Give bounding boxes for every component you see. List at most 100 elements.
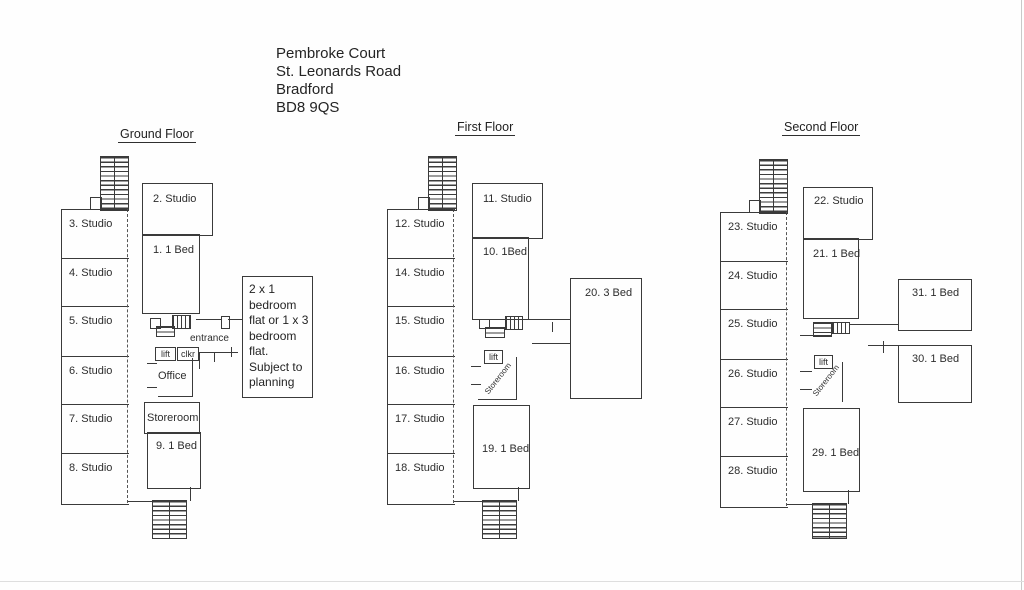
note-line: planning — [249, 375, 295, 389]
floor-title-ground: Ground Floor — [118, 127, 196, 143]
note-line: Subject to — [249, 359, 303, 374]
wall — [214, 352, 215, 362]
floor-title-second: Second Floor — [782, 120, 861, 136]
stair-run — [760, 160, 773, 213]
lift-box: lift — [814, 355, 833, 369]
address-line: BD8 9QS — [276, 99, 340, 116]
stair-landing — [90, 197, 102, 210]
strip-room: 12. Studio — [395, 218, 445, 230]
room-label: 21. 1 Bed — [813, 248, 861, 260]
stair-run — [829, 504, 846, 538]
room-studio: 22. Studio — [803, 187, 873, 240]
room-label: 22. Studio — [814, 195, 864, 207]
lift-box: lift — [484, 350, 503, 364]
room-one-bed: 21. 1 Bed — [803, 238, 861, 319]
wall — [128, 501, 152, 502]
wall — [842, 362, 843, 402]
wall — [516, 357, 517, 400]
wall — [800, 389, 812, 390]
wall — [147, 387, 157, 388]
stairwell — [812, 503, 847, 539]
room-studio: 11. Studio — [472, 183, 543, 239]
room-label: 20. 3 Bed — [585, 287, 633, 299]
room-label: 29. 1 Bed — [812, 447, 860, 459]
corridor-wall — [127, 209, 128, 503]
stairwell — [100, 156, 129, 211]
strip-room: 25. Studio — [721, 309, 788, 359]
stairwell — [759, 159, 788, 214]
note-line: flat. — [249, 344, 269, 358]
strip-room: 17. Studio — [388, 404, 455, 453]
strip-room: 7. Studio — [62, 404, 129, 453]
stairs-hatch — [505, 316, 523, 330]
strip-room: 16. Studio — [388, 356, 455, 404]
room-label: 11. Studio — [483, 193, 532, 205]
strip-room: 8. Studio — [62, 453, 129, 504]
room-one-bed: 10. 1Bed — [472, 237, 529, 320]
lift-box: lift — [155, 347, 176, 361]
corridor-wall — [453, 209, 454, 503]
wall — [848, 490, 849, 504]
floor-title-first: First Floor — [455, 120, 516, 136]
stair-landing — [749, 200, 761, 213]
entrance-label: entrance — [190, 333, 229, 344]
wall — [800, 371, 812, 372]
strip-room: 5. Studio — [62, 306, 129, 356]
entrance-steps — [156, 326, 175, 337]
room-one-bed: 1. 1 Bed — [142, 234, 200, 314]
stair-run — [442, 157, 456, 210]
note-line: 2 x 1 — [249, 282, 276, 296]
strip-room: 26. Studio — [721, 359, 788, 407]
building-address: Pembroke Court St. Leonards Road Bradfor… — [276, 45, 401, 117]
stairwell — [428, 156, 457, 211]
wall — [478, 399, 516, 400]
strip-room: 4. Studio — [62, 258, 129, 306]
wall — [518, 487, 519, 501]
room-label: 9. 1 Bed — [156, 440, 197, 452]
planning-note: 2 x 1 bedroom flat or 1 x 3 bedroom flat… — [242, 276, 313, 398]
strip-room: 28. Studio — [721, 456, 788, 507]
scan-edge — [0, 581, 1024, 582]
stairs-hatch — [832, 322, 850, 334]
corridor-wall — [786, 212, 787, 506]
strip-room: 15. Studio — [388, 306, 455, 356]
stair-run — [101, 157, 114, 210]
scan-edge — [1021, 0, 1022, 590]
stairwell — [482, 500, 517, 539]
room-storeroom: Storeroom — [144, 402, 200, 434]
room-label: 2. Studio — [153, 193, 197, 205]
room-one-bed: 30. 1 Bed — [898, 345, 972, 403]
cleaner-cupboard-box: clkr — [177, 347, 199, 361]
corridor-wall — [196, 319, 221, 320]
studio-strip-first: 12. Studio 14. Studio 15. Studio 16. Stu… — [387, 209, 455, 505]
strip-room: 6. Studio — [62, 356, 129, 404]
address-line: Pembroke Court — [276, 45, 386, 62]
room-one-bed: 9. 1 Bed — [147, 432, 201, 489]
office-label: Office — [158, 370, 187, 382]
wall — [471, 384, 481, 385]
wall — [190, 487, 191, 501]
studio-strip-second: 23. Studio 24. Studio 25. Studio 26. Stu… — [720, 212, 788, 508]
stair-run — [483, 501, 499, 538]
stairwell — [152, 500, 187, 539]
door-mark — [883, 341, 884, 353]
entrance-step — [479, 319, 490, 329]
room-label: 30. 1 Bed — [912, 353, 960, 365]
wall — [199, 352, 200, 369]
note-line: bedroom — [249, 297, 297, 312]
room-three-bed: 20. 3 Bed — [570, 278, 642, 399]
room-one-bed: 19. 1 Bed — [473, 405, 530, 489]
wall — [454, 501, 482, 502]
note-leader-line — [228, 319, 242, 320]
strip-room: 3. Studio — [69, 218, 113, 230]
wall — [800, 335, 832, 336]
entrance-step — [150, 318, 161, 329]
wall — [471, 366, 481, 367]
stair-landing — [418, 197, 430, 210]
door-mark — [552, 322, 553, 332]
room-label: Storeroom — [147, 412, 199, 424]
strip-room: 18. Studio — [388, 453, 455, 504]
room-label: 10. 1Bed — [483, 246, 528, 258]
wall — [147, 363, 157, 364]
